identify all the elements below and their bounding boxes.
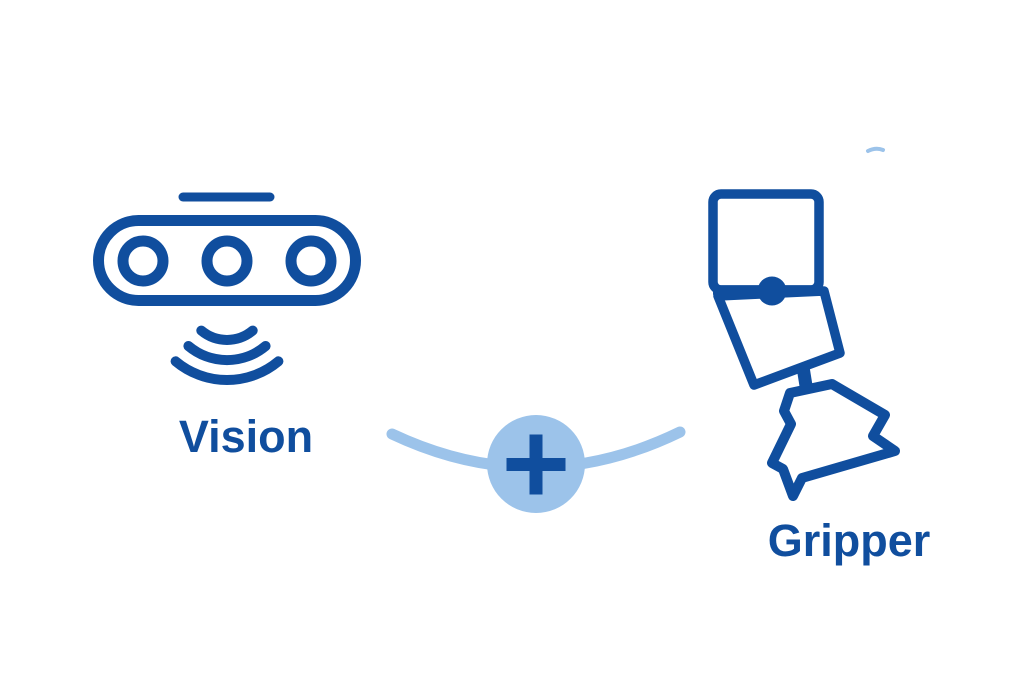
- plus-node: [487, 415, 585, 513]
- robot-gripper-icon: [708, 189, 900, 501]
- gripper-label: Gripper: [767, 515, 931, 566]
- signal-wave-medium: [183, 341, 271, 365]
- camera-body: [93, 215, 361, 306]
- plus-icon: [506, 434, 566, 495]
- stereo-vision-camera-icon: [93, 192, 361, 385]
- signal-wave-large: [170, 356, 284, 385]
- signal-wave-small: [196, 325, 258, 345]
- decorative-dash: [866, 146, 885, 153]
- signal-waves-icon: [170, 325, 284, 385]
- camera-lens-left: [117, 235, 169, 287]
- gripper-base-segment: [708, 189, 824, 295]
- vision-label: Vision: [178, 411, 314, 462]
- gripper-claw: [767, 379, 900, 501]
- gripper-pivot-dot: [757, 276, 787, 306]
- camera-lens-right: [285, 235, 337, 287]
- gripper-arm-segment: [713, 286, 845, 390]
- camera-lens-center: [201, 235, 253, 287]
